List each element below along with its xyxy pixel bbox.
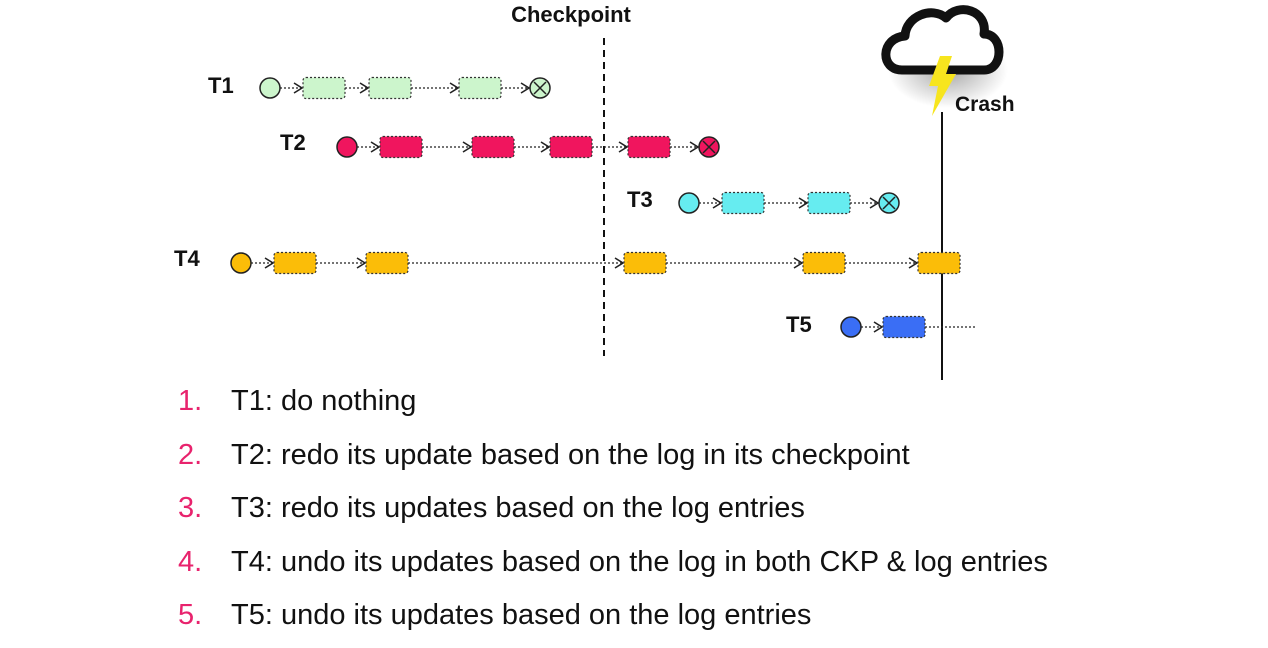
log-entry-box: [273, 251, 317, 275]
commit-cross-icon: [533, 81, 547, 95]
list-item: 3. T3: redo its updates based on the log …: [178, 487, 1048, 541]
arrow-head-icon: [793, 257, 804, 269]
list-number: 4.: [178, 545, 203, 578]
log-entry-box: [623, 251, 667, 275]
list-number: 5.: [178, 599, 203, 631]
log-entry-box: [802, 251, 846, 275]
transaction-row-t2: T2: [280, 130, 720, 159]
list-item: 4. T4: undo its updates based on the log …: [178, 541, 1048, 595]
commit-cross-icon: [882, 196, 896, 210]
crash-label: Crash: [955, 93, 1015, 116]
list-text: T3: redo its updates based on the log en…: [231, 492, 805, 524]
arrow-head-icon: [873, 321, 884, 333]
transaction-label: T1: [208, 73, 234, 98]
log-entry-box: [917, 251, 961, 275]
arrow-head-icon: [264, 257, 275, 269]
list-text: T1: do nothing: [231, 385, 417, 417]
log-entry-box: [365, 251, 409, 275]
cloud-icon: [881, 5, 1004, 75]
arrow-head-icon: [540, 141, 551, 153]
arrow-head-icon: [359, 82, 370, 94]
recovery-timeline-diagram: Checkpoint Crash T1 T2 T3 T4 T5: [174, 2, 1015, 380]
arrow-head-icon: [356, 257, 367, 269]
checkpoint-label: Checkpoint: [511, 2, 631, 27]
transaction-row-t1: T1: [208, 73, 551, 100]
arrow-head-icon: [712, 197, 723, 209]
transaction-row-t3: T3: [627, 187, 900, 215]
log-entry-box: [721, 191, 765, 215]
log-entry-box: [882, 315, 926, 339]
arrow-head-icon: [798, 197, 809, 209]
log-entry-box: [471, 135, 515, 159]
arrow-head-icon: [462, 141, 473, 153]
log-entry-box: [627, 135, 671, 159]
commit-cross-icon: [702, 140, 716, 154]
log-entry-box: [458, 76, 502, 100]
log-entry-box: [302, 76, 346, 100]
start-node: [259, 77, 281, 99]
arrow-head-icon: [614, 257, 625, 269]
list-text: T2: redo its update based on the log in …: [231, 438, 910, 471]
start-node: [840, 316, 862, 338]
transaction-row-t5: T5: [786, 312, 975, 339]
transaction-label: T3: [627, 187, 653, 212]
start-node: [336, 136, 358, 158]
lightning-icon: [929, 56, 956, 116]
arrow-head-icon: [908, 257, 919, 269]
transaction-label: T4: [174, 246, 200, 271]
list-item: 1. T1: do nothing: [178, 380, 1048, 434]
arrow-head-icon: [449, 82, 460, 94]
list-number: 3.: [178, 492, 203, 524]
arrow-head-icon: [618, 141, 629, 153]
arrow-head-icon: [689, 141, 700, 153]
list-item: 5. T5: undo its updates based on the log …: [178, 594, 1048, 648]
arrow-head-icon: [520, 82, 531, 94]
list-text: T4: undo its updates based on the log in…: [231, 545, 1048, 578]
arrow-head-icon: [370, 141, 381, 153]
list-number: 2.: [178, 438, 203, 471]
start-node: [678, 192, 700, 214]
log-entry-box: [379, 135, 423, 159]
log-entry-box: [807, 191, 851, 215]
start-node: [230, 252, 252, 274]
log-entry-box: [368, 76, 412, 100]
arrow-head-icon: [293, 82, 304, 94]
transaction-row-t4: T4: [174, 246, 961, 275]
log-entry-box: [549, 135, 593, 159]
list-number: 1.: [178, 385, 203, 417]
transaction-label: T5: [786, 312, 812, 337]
transaction-label: T2: [280, 130, 306, 155]
recovery-steps-list: 1. T1: do nothing 2. T2: redo its update b…: [178, 380, 1048, 648]
arrow-head-icon: [869, 197, 880, 209]
list-item: 2. T2: redo its update based on the log i…: [178, 434, 1048, 488]
list-text: T5: undo its updates based on the log en…: [231, 599, 812, 631]
